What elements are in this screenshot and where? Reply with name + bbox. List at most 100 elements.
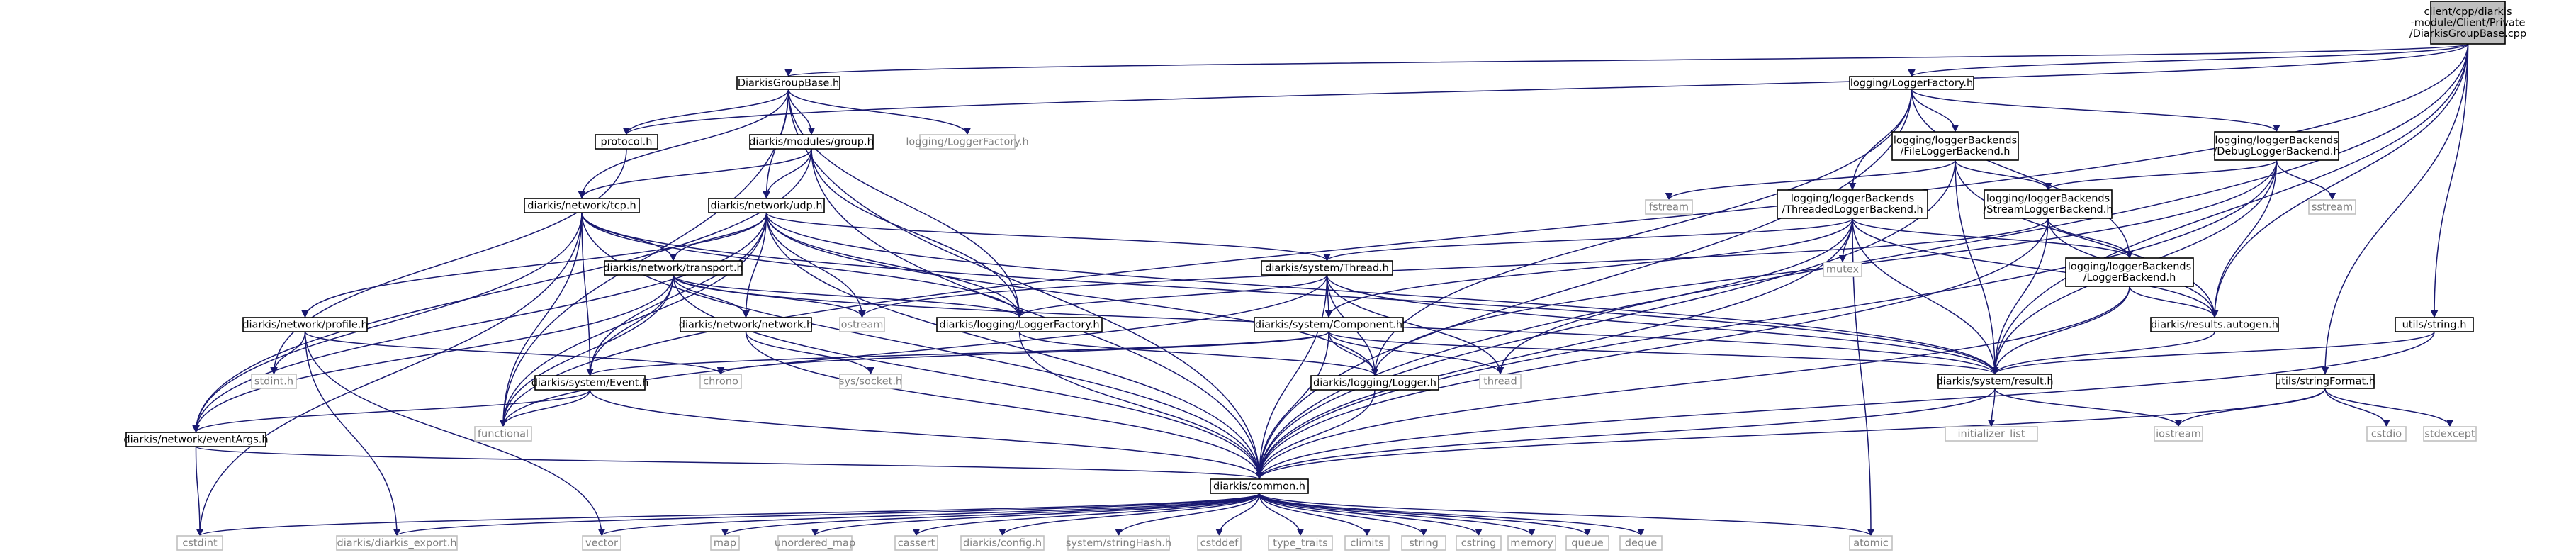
node-tcp-label-0: diarkis/network/tcp.h xyxy=(527,200,636,211)
node-root[interactable]: client/cpp/diarkis-module/Client/Private… xyxy=(2409,1,2526,45)
edge-loggerbackend-to-resultsautogen xyxy=(2129,286,2219,318)
node-utilsstring-box xyxy=(2395,317,2474,332)
node-root-box xyxy=(2430,1,2506,45)
edge-udp-to-profile xyxy=(301,212,767,318)
node-climits-label-0: climits xyxy=(1350,537,1383,549)
node-tcp[interactable]: diarkis/network/tcp.h xyxy=(524,198,640,213)
edge-utilsformat-to-common xyxy=(1255,388,2326,480)
node-logfact_sys-box xyxy=(919,134,1016,150)
node-groupbase[interactable]: DiarkisGroupBase.h xyxy=(736,76,840,90)
node-cstdio-box xyxy=(2366,426,2407,442)
node-thread_std-box xyxy=(1479,374,1522,389)
node-vector-label-0: vector xyxy=(585,537,618,549)
edge-debuglog-to-sstream xyxy=(2276,159,2336,201)
edge-common-to-climits xyxy=(1259,493,1371,537)
node-iostream-label-0: iostream xyxy=(2156,428,2201,439)
edges-layer xyxy=(192,43,2469,537)
edge-common-to-string xyxy=(1259,493,1428,537)
node-loggerbackend-label-1: /LoggerBackend.h xyxy=(2083,272,2176,284)
edge-transport-to-netnetwork xyxy=(673,274,750,318)
node-ostream: ostream xyxy=(839,317,885,332)
node-modgroup-label-0: diarkis/modules/group.h xyxy=(749,136,874,147)
edge-root-to-logfact xyxy=(1908,43,2469,77)
node-loggerbackend[interactable]: logging/loggerBackends/LoggerBackend.h xyxy=(2065,257,2194,287)
edge-root-to-groupbase xyxy=(785,43,2469,77)
node-dconfig-label-0: diarkis/config.h xyxy=(963,537,1042,549)
node-deque-label-0: deque xyxy=(1625,537,1658,549)
edge-common-to-queue xyxy=(1259,493,1592,537)
node-logfact[interactable]: logging/LoggerFactory.h xyxy=(1849,76,1974,90)
edge-udp-to-eventargs xyxy=(192,212,767,433)
node-utilsstring[interactable]: utils/string.h xyxy=(2395,317,2474,332)
edge-threadedlog-to-resultsautogen xyxy=(1852,218,2219,318)
edge-sysevent-to-eventargs xyxy=(192,389,591,433)
edge-streamlog-to-ostream xyxy=(858,218,2049,318)
node-component[interactable]: diarkis/system/Component.h xyxy=(1254,317,1404,332)
node-threadedlog[interactable]: logging/loggerBackends/ThreadedLoggerBac… xyxy=(1777,189,1928,219)
node-streamlog-box xyxy=(1984,189,2113,219)
node-transport[interactable]: diarkis/network/transport.h xyxy=(603,260,743,276)
node-typetraits: type_traits xyxy=(1268,535,1333,551)
node-string-box xyxy=(1401,535,1446,551)
node-eventargs-label-0: diarkis/network/eventArgs.h xyxy=(123,434,268,445)
node-climits: climits xyxy=(1344,535,1390,551)
edge-tcp-to-cstdint xyxy=(196,212,583,537)
edge-threadedlog-to-component xyxy=(1324,218,1853,318)
node-memory: memory xyxy=(1507,535,1556,551)
edge-udp-to-transport xyxy=(669,212,767,262)
edge-common-to-map xyxy=(721,493,1260,537)
node-chrono-label-0: chrono xyxy=(703,376,738,387)
node-streamlog-label-0: logging/loggerBackends xyxy=(1986,194,2110,205)
node-common[interactable]: diarkis/common.h xyxy=(1210,478,1309,494)
edge-transport-to-dlogfact xyxy=(673,274,1023,318)
node-chrono: chrono xyxy=(699,374,742,389)
node-debuglog-box xyxy=(2214,131,2339,161)
node-logfact_sys-label-0: logging/LoggerFactory.h xyxy=(906,136,1028,147)
node-profile-box xyxy=(242,317,368,332)
node-stdexcept-label-0: stdexcept xyxy=(2424,428,2475,439)
edge-logfact-to-common xyxy=(1255,89,1913,480)
node-climits-box xyxy=(1344,535,1390,551)
edge-logfact-to-dlogger xyxy=(1371,89,1913,376)
node-fstream: fstream xyxy=(1645,199,1693,215)
node-eventargs[interactable]: diarkis/network/eventArgs.h xyxy=(123,432,269,447)
node-profile[interactable]: diarkis/network/profile.h xyxy=(242,317,368,332)
node-result[interactable]: diarkis/system/result.h xyxy=(1936,374,2054,389)
node-loggerbackend-label-0: logging/loggerBackends xyxy=(2068,262,2191,273)
node-utilsformat[interactable]: utils/stringFormat.h xyxy=(2275,374,2375,389)
node-strhash-label-0: system/stringHash.h xyxy=(1066,537,1171,549)
node-streamlog[interactable]: logging/loggerBackends/StreamLoggerBacke… xyxy=(1983,189,2113,219)
node-map-box xyxy=(710,535,740,551)
node-groupbase-box xyxy=(736,76,840,90)
node-syssocket-label-0: sys/socket.h xyxy=(839,376,902,387)
edge-udp-to-dlogger xyxy=(765,212,1379,376)
node-vector-box xyxy=(582,535,621,551)
node-dlogger[interactable]: diarkis/logging/Logger.h xyxy=(1310,375,1439,391)
node-fstream-label-0: fstream xyxy=(1649,201,1689,213)
node-netnetwork-box xyxy=(680,317,812,332)
node-protocol[interactable]: protocol.h xyxy=(595,134,658,150)
node-protocol-box xyxy=(595,134,658,150)
node-cassert-label-0: cassert xyxy=(898,537,935,549)
node-thread[interactable]: diarkis/system/Thread.h xyxy=(1261,260,1393,276)
node-debuglog[interactable]: logging/loggerBackends/DebugLoggerBacken… xyxy=(2213,131,2340,161)
node-udp[interactable]: diarkis/network/udp.h xyxy=(708,198,825,213)
edge-debuglog-to-streamlog xyxy=(2044,159,2278,191)
node-sysevent[interactable]: diarkis/system/Event.h xyxy=(531,375,649,391)
node-filelog-label-0: logging/loggerBackends xyxy=(1894,135,2017,147)
node-modgroup[interactable]: diarkis/modules/group.h xyxy=(749,134,874,150)
node-stdexcept: stdexcept xyxy=(2423,426,2477,442)
node-netnetwork[interactable]: diarkis/network/network.h xyxy=(679,317,813,332)
node-cstddef-box xyxy=(1197,535,1242,551)
node-cstdio: cstdio xyxy=(2366,426,2407,442)
node-stdint_h-label-0: stdint.h xyxy=(254,376,293,387)
node-initlist-box xyxy=(1945,426,2038,442)
node-logfact_sys: logging/LoggerFactory.h xyxy=(906,134,1029,150)
node-filelog[interactable]: logging/loggerBackends/FileLoggerBackend… xyxy=(1891,131,2019,161)
node-dlogfact[interactable]: diarkis/logging/LoggerFactory.h xyxy=(936,317,1103,332)
node-resultsautogen[interactable]: diarkis/results.autogen.h xyxy=(2150,317,2279,332)
node-typetraits-box xyxy=(1268,535,1333,551)
node-chrono-box xyxy=(699,374,742,389)
edge-modgroup-to-tcp xyxy=(578,148,812,199)
edge-utilsformat-to-cstdio xyxy=(2324,388,2390,427)
